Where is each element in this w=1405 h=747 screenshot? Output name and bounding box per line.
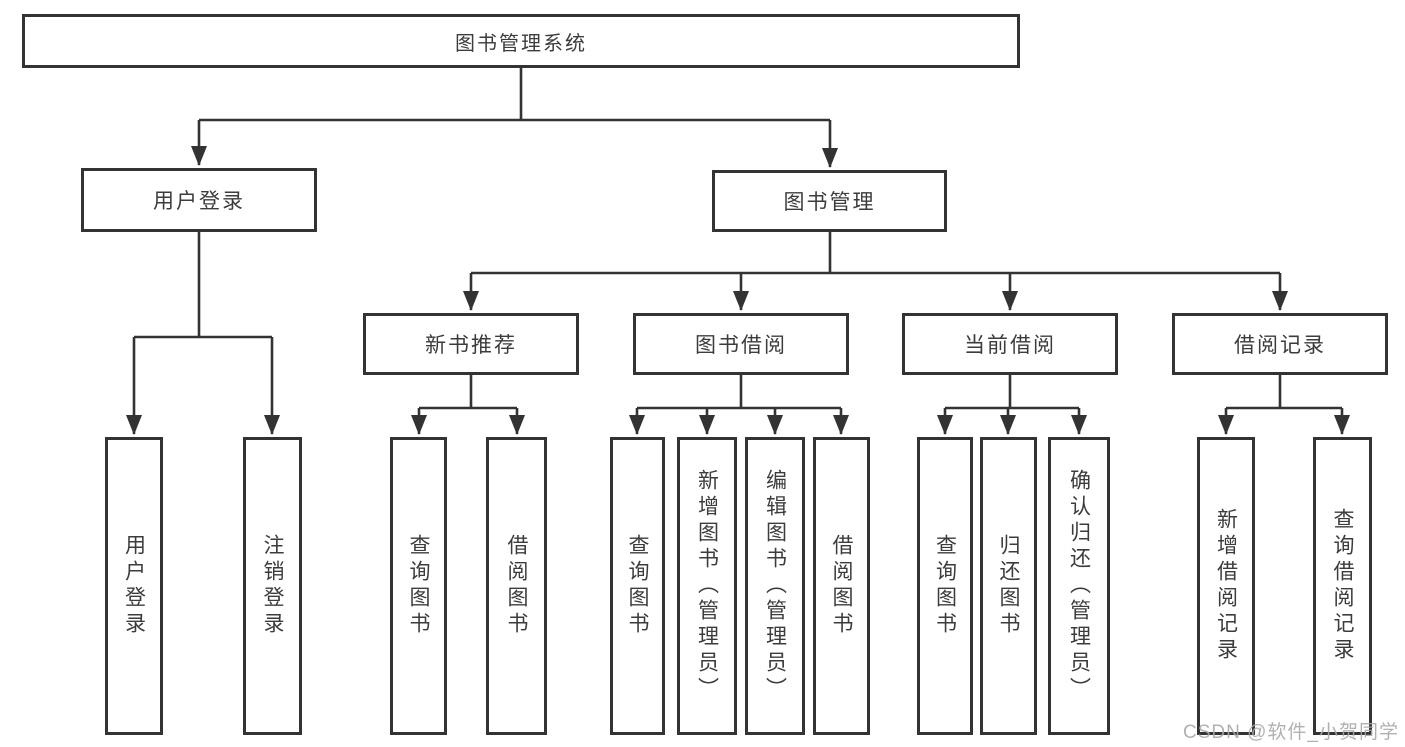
csdn-watermark: CSDN @软件_小贺同学 [1183, 722, 1399, 743]
leaf-query-books-borrowing: 查询图书 [610, 437, 665, 735]
leaf-user-login: 用户登录 [105, 437, 163, 735]
leaf-borrow-books-borrowing: 借阅图书 [813, 437, 870, 735]
leaf-edit-book-admin: 编辑图书（管理员） [745, 437, 805, 735]
leaf-query-books-recommend: 查询图书 [390, 437, 447, 735]
leaf-add-borrow-record: 新增借阅记录 [1197, 437, 1255, 735]
node-book-borrowing: 图书借阅 [633, 313, 849, 375]
node-current-borrowing: 当前借阅 [902, 313, 1118, 375]
node-book-management: 图书管理 [712, 170, 947, 232]
leaf-confirm-return-admin: 确认归还（管理员） [1048, 437, 1110, 735]
root-node-library-system: 图书管理系统 [22, 14, 1020, 68]
leaf-add-book-admin: 新增图书（管理员） [677, 437, 737, 735]
leaf-query-books-current: 查询图书 [917, 437, 973, 735]
node-new-book-recommend: 新书推荐 [363, 313, 579, 375]
node-user-login: 用户登录 [81, 168, 317, 232]
leaf-return-book: 归还图书 [980, 437, 1037, 735]
leaf-query-borrow-record: 查询借阅记录 [1313, 437, 1372, 735]
leaf-logout: 注销登录 [243, 437, 302, 735]
leaf-borrow-books-recommend: 借阅图书 [486, 437, 547, 735]
node-borrowing-records: 借阅记录 [1172, 313, 1388, 375]
